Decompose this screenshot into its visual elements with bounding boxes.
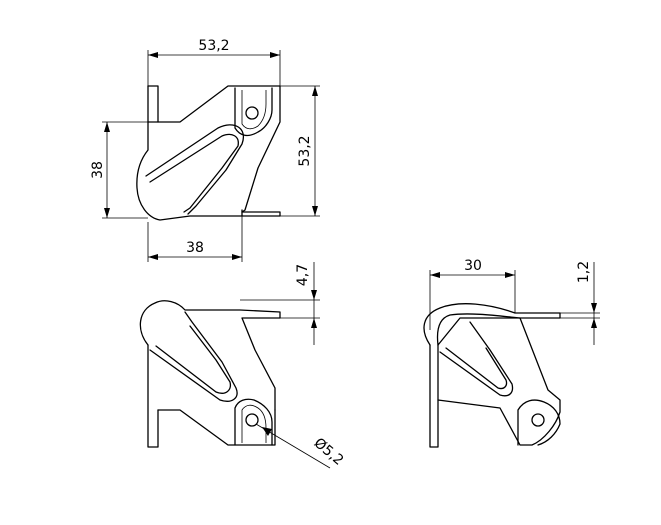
dim-right-thickness: 1,2 xyxy=(576,261,592,283)
bottom-left-view: 4,7 Ø5,2 xyxy=(139,262,347,469)
dim-top-height-left: 38 xyxy=(90,161,106,179)
dim-right-width: 30 xyxy=(464,258,482,274)
dim-top-bottom-width: 38 xyxy=(186,240,204,256)
mount-hole-top xyxy=(245,106,259,120)
bottom-right-view: 30 1,2 xyxy=(423,258,600,448)
mount-hole-right xyxy=(531,413,545,427)
top-view: 53,2 38 53,2 38 xyxy=(90,38,320,262)
dim-top-height-right: 53,2 xyxy=(297,135,313,166)
mount-hole-bottom xyxy=(245,413,259,427)
dim-hole-diameter: Ø5,2 xyxy=(311,435,347,469)
dim-top-width: 53,2 xyxy=(198,38,229,54)
dim-thickness-left: 4,7 xyxy=(295,264,311,286)
